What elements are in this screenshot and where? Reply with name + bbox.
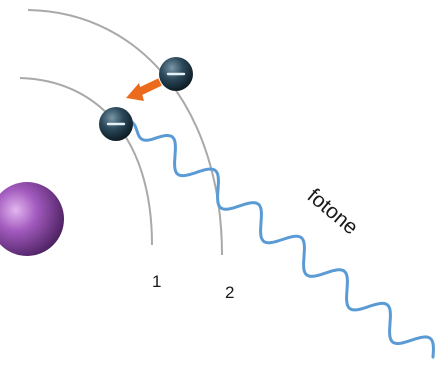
nucleus-icon [0, 182, 64, 256]
wave-icon [130, 120, 435, 359]
electron-icon-inner [99, 107, 133, 141]
orbit-1-label: 1 [152, 272, 161, 291]
arrow-icon [126, 78, 162, 101]
photon-label: fotone [303, 184, 363, 239]
orbit-2-label: 2 [225, 283, 234, 302]
electron-icon-outer [159, 57, 193, 91]
